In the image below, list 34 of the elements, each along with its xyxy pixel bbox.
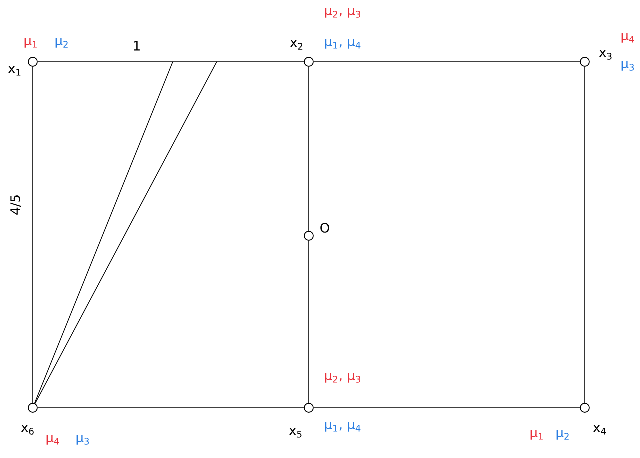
node-label: μ$_{2}$, μ$_{3}$ xyxy=(325,373,360,383)
vertex-circle xyxy=(580,57,590,67)
node-label: μ$_{3}$ xyxy=(76,435,90,445)
line xyxy=(308,240,310,404)
node-label: x$_{6}$ xyxy=(21,425,34,435)
node-label: O xyxy=(320,223,330,233)
line xyxy=(34,62,218,404)
line xyxy=(34,62,174,404)
vertex-circle xyxy=(580,403,590,413)
node-label: μ$_{4}$ xyxy=(46,435,60,445)
node-label: μ$_{2}$, μ$_{3}$ xyxy=(325,8,360,18)
node-label: μ$_{1}$ xyxy=(530,430,543,440)
vertex-circle xyxy=(304,231,314,241)
node-label: μ$_{1}$, μ$_{4}$ xyxy=(325,39,361,49)
node-label: μ$_{4}$ xyxy=(622,33,634,43)
node-label: μ$_{2}$ xyxy=(556,430,569,440)
line xyxy=(32,66,34,404)
vertex-circle xyxy=(304,57,314,67)
vertex-circle xyxy=(28,403,38,413)
node-label: x$_{1}$ xyxy=(8,66,21,76)
node-label: x$_{5}$ xyxy=(289,428,302,438)
node-label: x$_{4}$ xyxy=(593,425,606,435)
vertex-circle xyxy=(304,403,314,413)
line xyxy=(308,66,310,232)
edge-label: 1 xyxy=(134,41,140,51)
node-label: μ$_{1}$, μ$_{4}$ xyxy=(325,422,361,432)
node-label: x$_{2}$ xyxy=(290,40,303,50)
edge-label: 4/5 xyxy=(10,196,22,215)
node-label: μ$_{2}$ xyxy=(56,38,68,48)
node-label: μ$_{3}$ xyxy=(622,61,634,71)
line xyxy=(584,66,586,404)
node-label: x$_{3}$ xyxy=(599,50,612,60)
vertex-circle xyxy=(28,57,38,67)
node-label: μ$_{1}$ xyxy=(24,38,37,48)
